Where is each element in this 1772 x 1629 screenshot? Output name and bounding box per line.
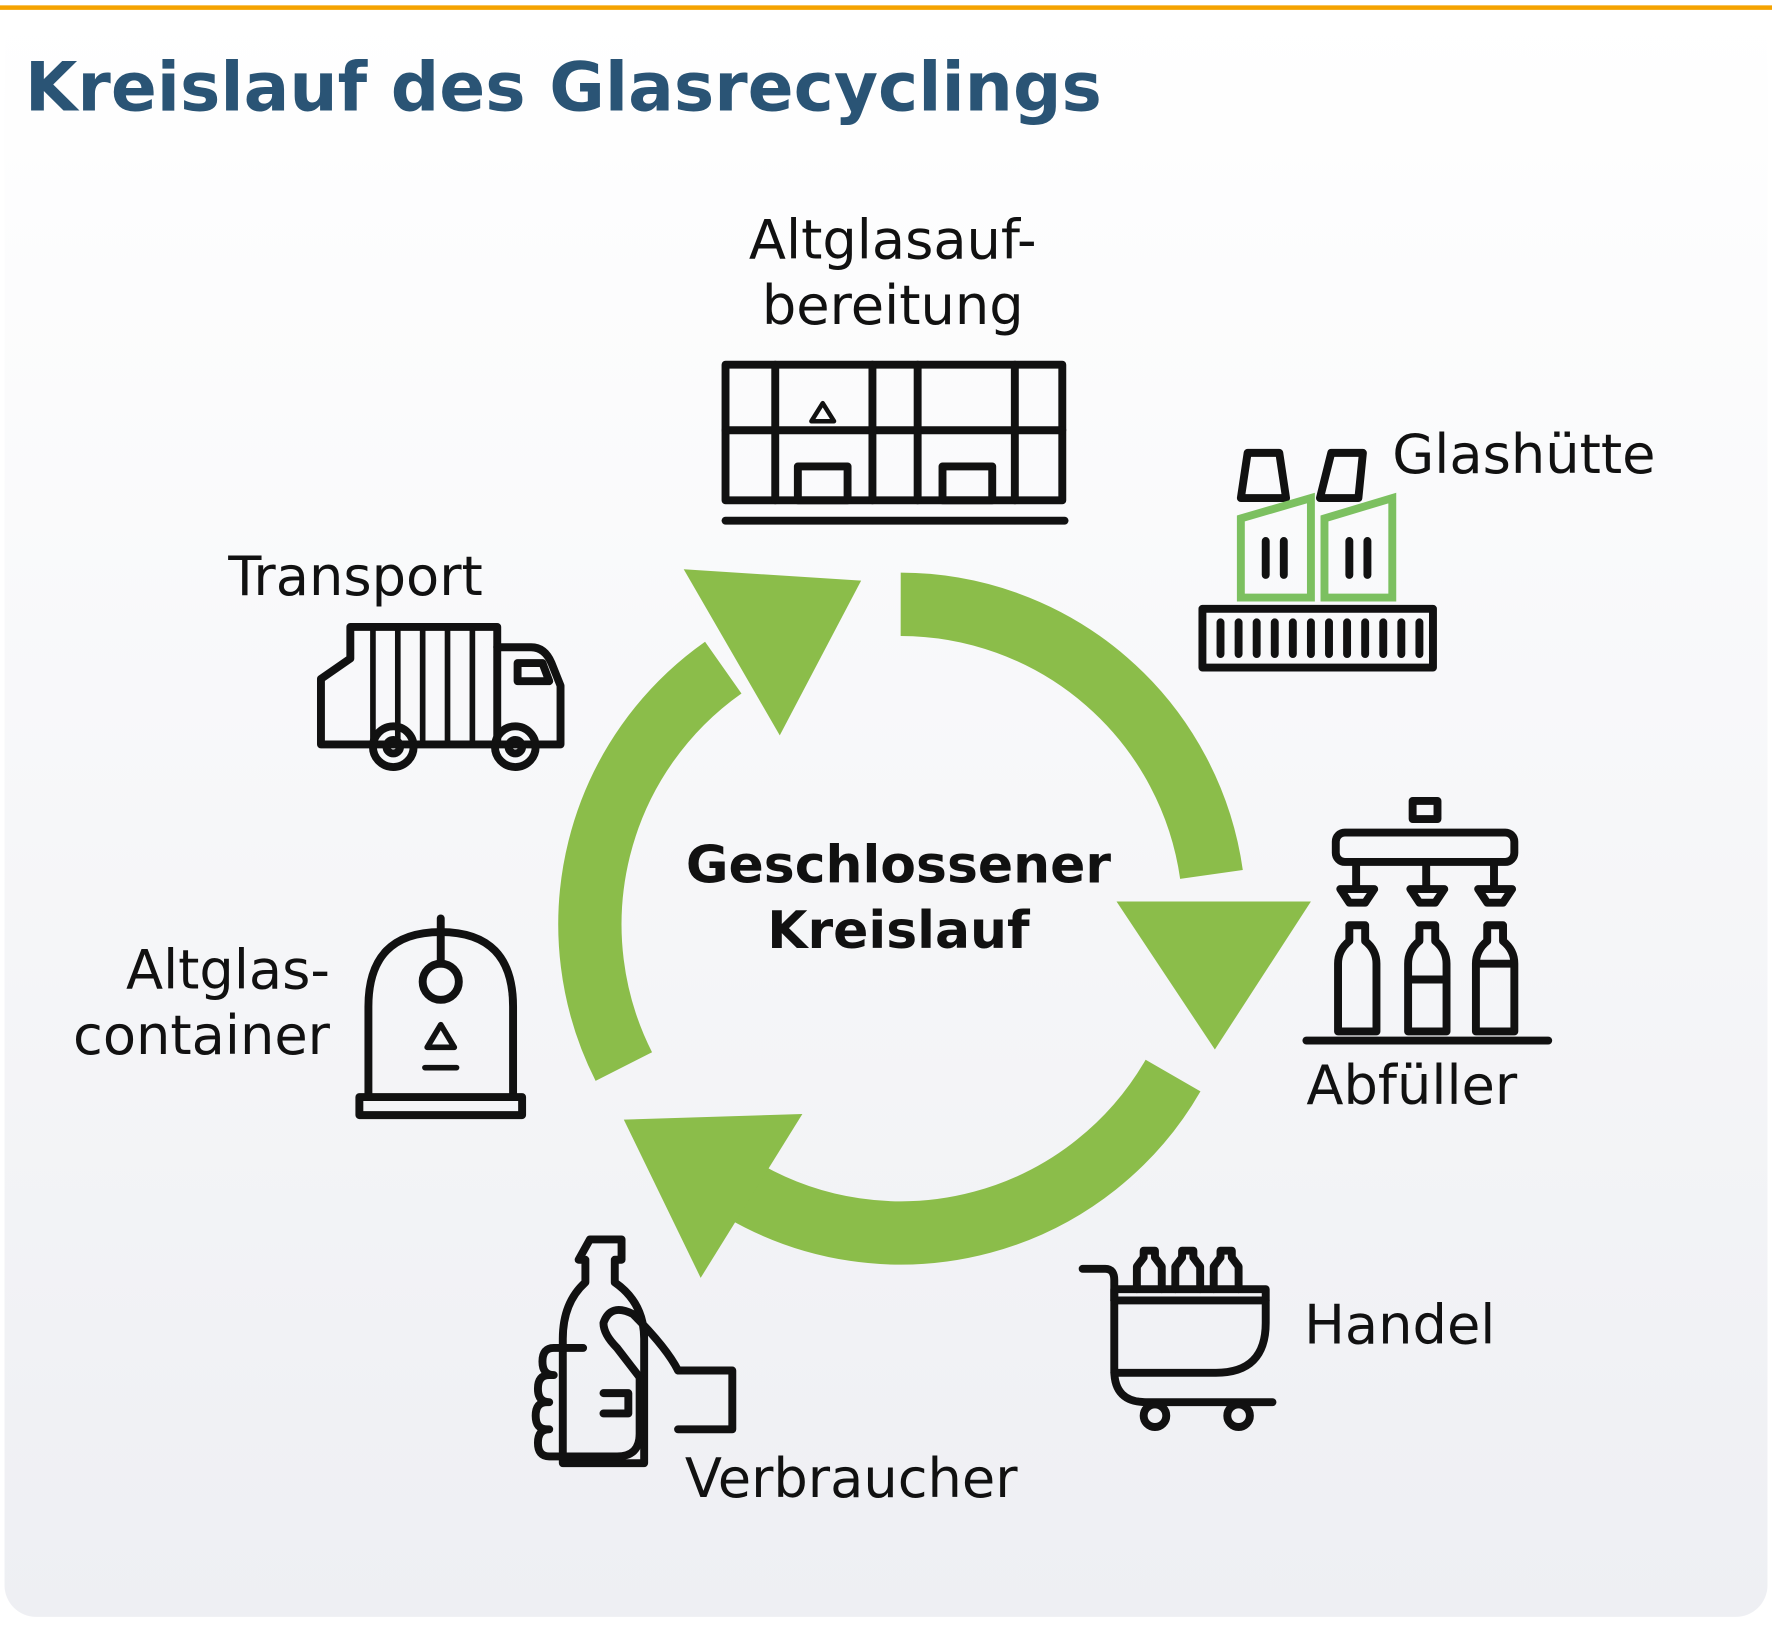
label-altglascontainer-2: container	[73, 1004, 331, 1067]
glass-container-icon	[355, 914, 527, 1120]
label-transport: Transport	[227, 545, 482, 608]
truck-icon	[316, 622, 565, 771]
shopping-cart-icon	[1078, 1246, 1277, 1431]
arrowhead-1	[1116, 901, 1311, 1050]
bottling-machine-icon	[1302, 796, 1553, 1045]
label-altglasaufbereitung-2: bereitung	[762, 274, 1024, 337]
arrow-arc-3	[558, 641, 742, 1081]
arrowhead-3	[683, 569, 862, 736]
label-handel: Handel	[1304, 1293, 1495, 1356]
label-verbraucher: Verbraucher	[685, 1447, 1018, 1510]
label-altglascontainer-1: Altglas-	[126, 939, 330, 1002]
arrowhead-2	[623, 1113, 803, 1278]
label-abfueller: Abfüller	[1306, 1054, 1517, 1117]
accent-line	[0, 5, 1772, 10]
arrow-arc-1	[900, 572, 1243, 880]
hand-holding-bottle-icon	[531, 1235, 737, 1468]
glassworks-icon	[1198, 448, 1437, 672]
background-panel	[4, 9, 1768, 1617]
center-label-line2: Kreislauf	[767, 901, 1031, 961]
page-title: Kreislauf des Glasrecyclings	[25, 47, 1102, 126]
label-altglasaufbereitung-1: Altglasauf-	[749, 208, 1037, 271]
label-glashuette: Glashütte	[1392, 423, 1655, 486]
cycle-arrows	[558, 572, 1243, 1265]
processing-plant-icon	[721, 360, 1069, 525]
arrow-arc-2	[727, 1059, 1201, 1265]
center-label-line1: Geschlossener	[686, 835, 1112, 895]
